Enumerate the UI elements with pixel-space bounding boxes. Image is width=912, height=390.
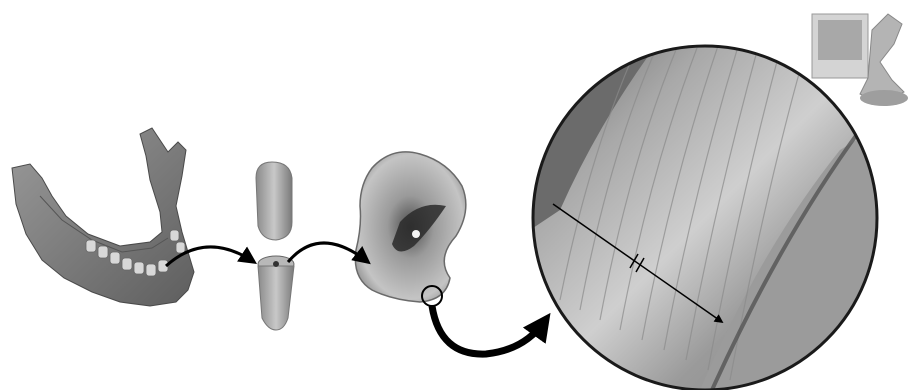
flow-arrow-section-to-micrograph	[432, 306, 544, 354]
magnified-view-icon	[530, 40, 890, 390]
tooth-root-icon	[258, 256, 294, 330]
microscope-icon	[812, 14, 908, 106]
tooth-section-icon	[355, 152, 466, 306]
jaw-bone-icon	[12, 128, 194, 306]
tooth-icon	[256, 162, 292, 240]
